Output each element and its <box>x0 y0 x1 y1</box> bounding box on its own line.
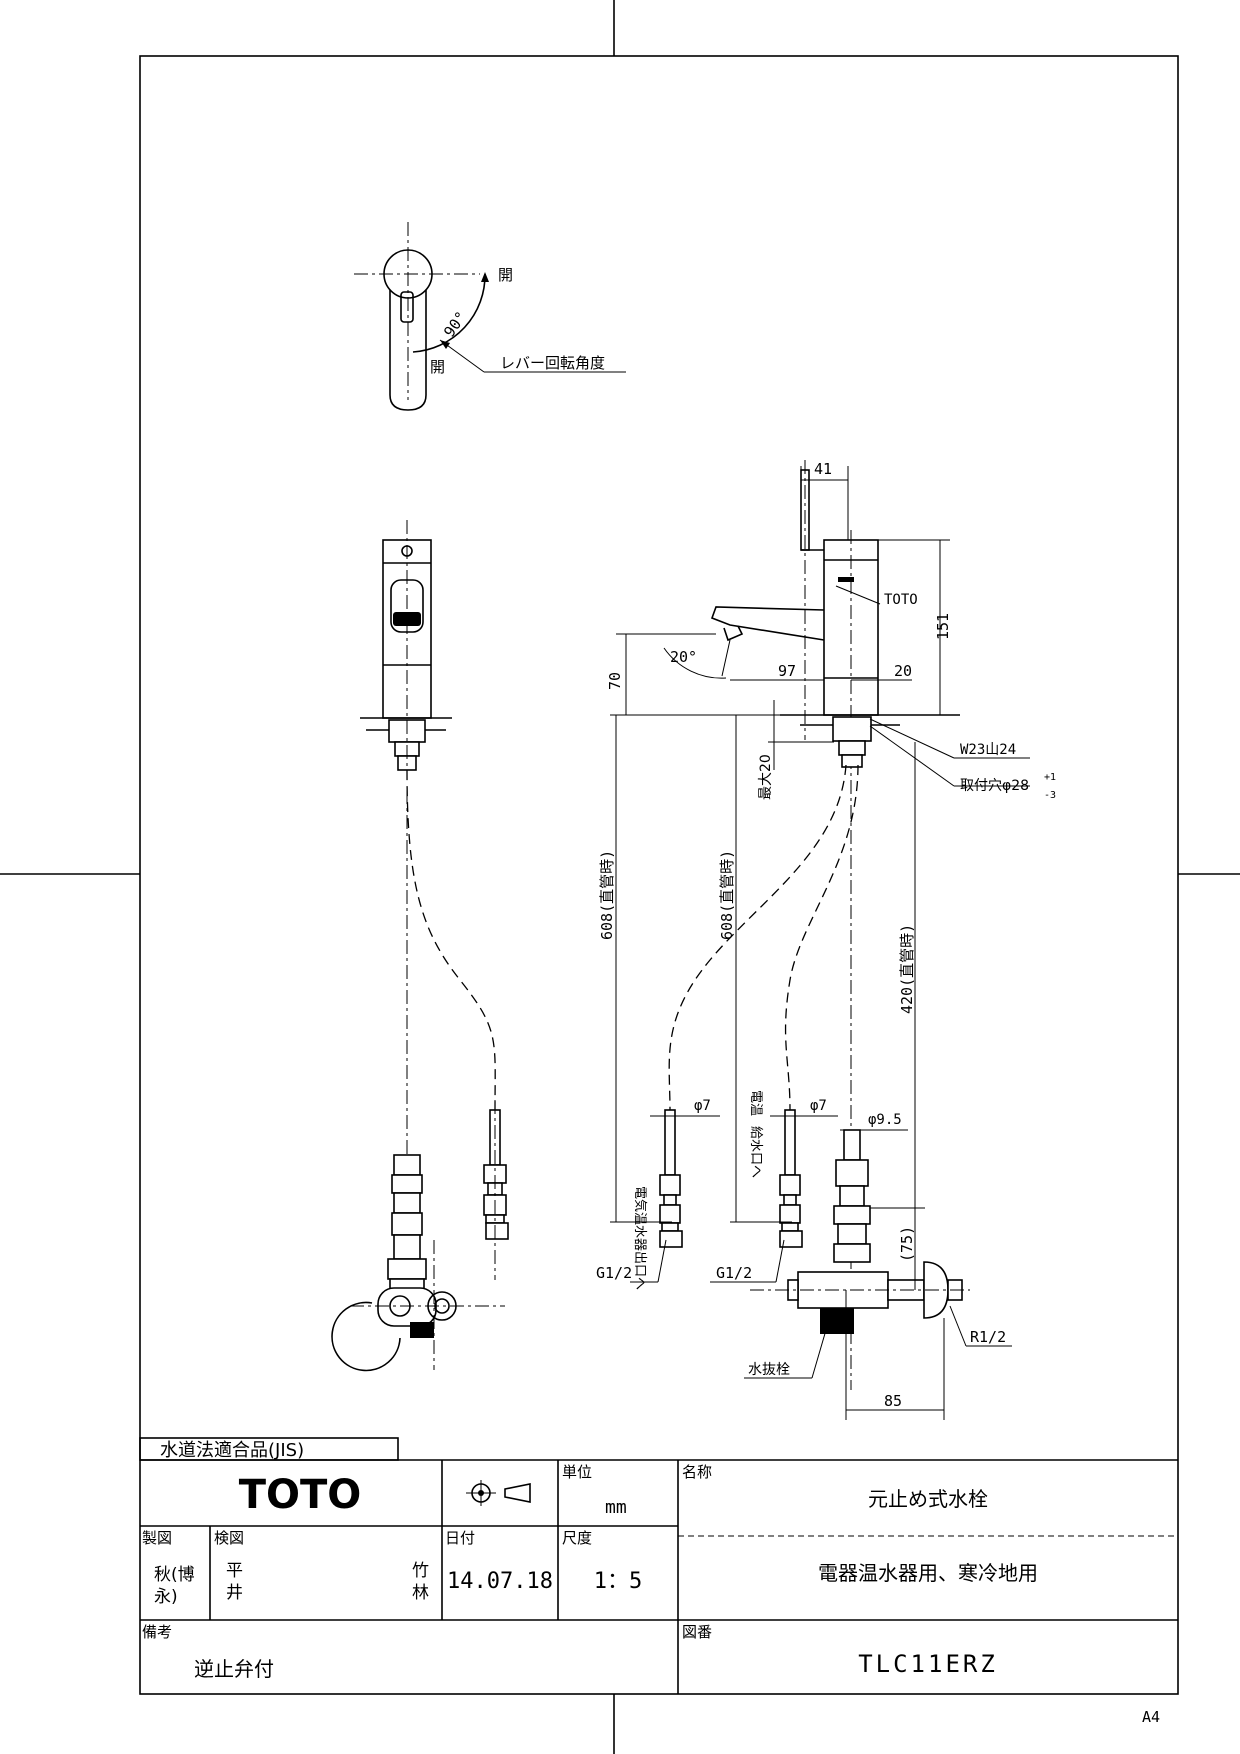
scale-value: 1：5 <box>594 1569 643 1594</box>
remarks-value: 逆止弁付 <box>194 1657 274 1681</box>
dim-420: 420(直管時) <box>898 924 916 1014</box>
dim-608-hot: 608(直管時) <box>598 850 616 940</box>
front-view-faucet <box>331 520 509 1372</box>
drawing-no-label: 図番 <box>682 1623 712 1641</box>
unit-label: 単位 <box>562 1463 592 1481</box>
open-label-bottom: 開 <box>430 358 445 376</box>
dim-41: 41 <box>814 460 832 478</box>
dim-97: 97 <box>778 662 796 680</box>
hole-tol-minus: -3 <box>1044 790 1056 801</box>
dim-20-angle: 20° <box>670 648 697 666</box>
phi7-supply: φ7 <box>810 1098 827 1114</box>
brand-logo: TOTO <box>239 1472 362 1518</box>
mounting-hole-label: 取付穴φ28 <box>960 778 1029 794</box>
product-name: 元止め式水栓 <box>868 1487 988 1511</box>
open-label-right: 開 <box>498 266 513 284</box>
dim-151: 151 <box>934 613 952 640</box>
name-label: 名称 <box>682 1463 712 1481</box>
thread-label: W23山24 <box>960 742 1016 758</box>
drawn-by-1: 秋(博 <box>154 1565 195 1585</box>
drawn-label: 製図 <box>142 1529 172 1547</box>
dim-75: (75) <box>898 1226 916 1262</box>
dim-85: 85 <box>884 1392 902 1410</box>
side-view-faucet <box>659 460 970 1390</box>
dim-608-supply: 608(直管時) <box>718 850 736 940</box>
checked-label: 検図 <box>214 1529 244 1547</box>
hot-outlet-label: 電気温水器出口へ <box>632 1186 648 1290</box>
dim-max20: 最大20 <box>758 754 774 800</box>
scale-label: 尺度 <box>562 1529 592 1547</box>
checked-by-2: 井 <box>226 1583 243 1603</box>
g12-supply: G1/2 <box>716 1264 752 1282</box>
top-view-lever <box>354 222 626 411</box>
date-label: 日付 <box>445 1529 475 1547</box>
dim-20: 20 <box>894 662 912 680</box>
paper-size: A4 <box>1142 1708 1160 1726</box>
drawing-number: TLC11ERZ <box>858 1650 998 1678</box>
dim-70: 70 <box>606 672 624 690</box>
hole-tol-plus: +1 <box>1044 772 1056 783</box>
approved-by-2: 林 <box>412 1583 429 1603</box>
lever-angle-label: レバー回転角度 <box>500 354 605 372</box>
checked-by-1: 平 <box>226 1561 243 1581</box>
phi95-label: φ9.5 <box>868 1112 902 1128</box>
phi7-hot: φ7 <box>694 1098 711 1114</box>
unit-value: mm <box>605 1497 627 1518</box>
dimension-lines <box>610 466 1030 1420</box>
subtitle: 電器温水器用、寒冷地用 <box>818 1561 1038 1585</box>
approved-by-1: 竹 <box>412 1561 429 1581</box>
rotation-angle-label: 90° <box>440 308 470 341</box>
title-block <box>139 1437 1178 1694</box>
drawn-by-2: 永) <box>154 1587 178 1607</box>
drawing-border <box>139 55 1179 1695</box>
remarks-label: 備考 <box>142 1623 172 1641</box>
jis-label: 水道法適合品(JIS) <box>160 1440 304 1461</box>
drain-plug-label: 水抜栓 <box>748 1362 790 1378</box>
g12-hot: G1/2 <box>596 1264 632 1282</box>
r12-label: R1/2 <box>970 1328 1006 1346</box>
toto-mark-label: TOTO <box>884 592 918 608</box>
date-value: 14.07.18 <box>447 1569 553 1594</box>
supply-inlet-label: 給水口へ <box>748 1126 763 1178</box>
supply-inlet-top-label: 電温 <box>748 1090 763 1116</box>
